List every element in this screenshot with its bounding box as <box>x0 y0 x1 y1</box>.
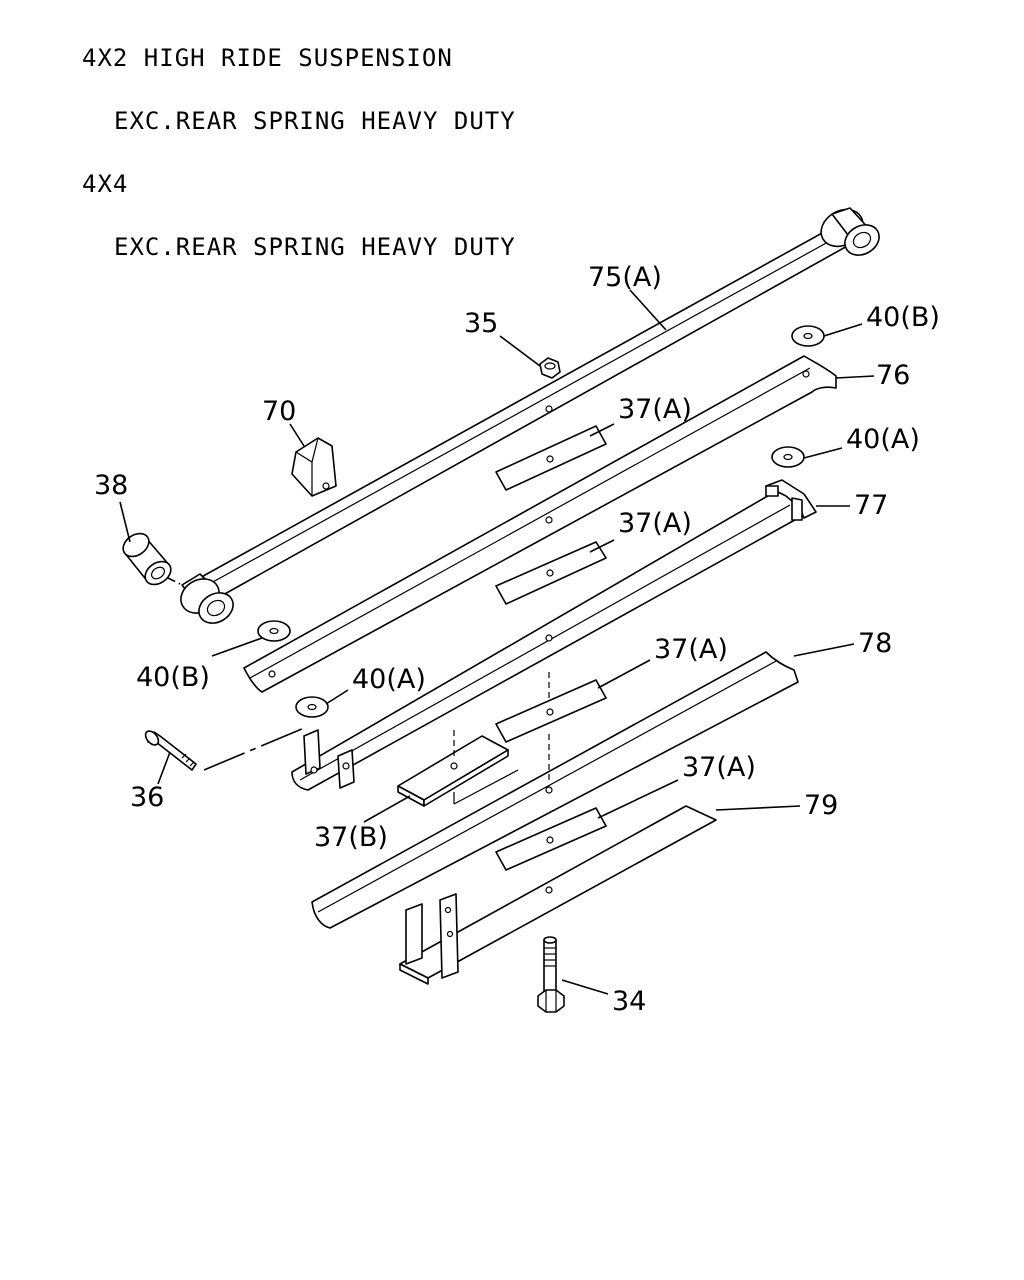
part-40a-washer-bottom <box>295 696 329 718</box>
callout-37a-4: 37(A) <box>682 752 756 783</box>
part-77-leaf <box>291 479 817 791</box>
part-79-leaf <box>399 805 717 985</box>
header-line-1: 4X2 HIGH RIDE SUSPENSION <box>82 44 453 72</box>
part-35-nut <box>539 357 561 379</box>
callout-36: 36 <box>130 782 164 813</box>
callout-38: 38 <box>94 470 128 501</box>
callout-77: 77 <box>854 490 888 521</box>
callout-40b-bottom: 40(B) <box>136 662 210 693</box>
callout-76: 76 <box>876 360 910 391</box>
part-78-leaf <box>311 651 799 929</box>
part-40b-washer-top <box>791 325 825 347</box>
callout-70: 70 <box>262 396 296 427</box>
callout-35: 35 <box>464 308 498 339</box>
callout-40a-top: 40(A) <box>846 424 920 455</box>
callout-40b-top: 40(B) <box>866 302 940 333</box>
callout-79: 79 <box>804 790 838 821</box>
part-38-bushing <box>122 532 181 586</box>
callout-37a-3: 37(A) <box>654 634 728 665</box>
header-line-3: 4X4 <box>82 170 129 198</box>
part-34-bolt <box>537 936 565 1013</box>
diagram-header: 4X2 HIGH RIDE SUSPENSION EXC.REAR SPRING… <box>82 6 516 279</box>
part-70-bumper <box>291 437 337 497</box>
leader-lines <box>119 289 875 995</box>
part-37b-block <box>397 735 509 807</box>
part-37a-pad-4 <box>495 807 607 871</box>
part-76-leaf <box>243 355 837 693</box>
callout-labels: 75(A) 35 40(B) 76 70 37(A) 40(A) 38 77 3… <box>94 262 940 1017</box>
callout-34: 34 <box>612 986 646 1017</box>
part-37a-pad-1 <box>495 425 607 491</box>
center-bolt-guide-lines <box>453 672 550 805</box>
part-40a-washer-top <box>771 446 805 468</box>
part-37a-pad-3 <box>495 679 607 743</box>
part-37a-pad-2 <box>495 541 607 605</box>
callout-37a-1: 37(A) <box>618 394 692 425</box>
part-36-pin-bolt <box>144 727 305 771</box>
header-line-2: EXC.REAR SPRING HEAVY DUTY <box>114 107 516 135</box>
callout-78: 78 <box>858 628 892 659</box>
part-75a-main-leaf <box>180 207 880 624</box>
callout-40a-bottom: 40(A) <box>352 664 426 695</box>
header-line-4: EXC.REAR SPRING HEAVY DUTY <box>114 233 516 261</box>
callout-37b: 37(B) <box>314 822 388 853</box>
part-40b-washer-bottom <box>257 620 291 642</box>
callout-37a-2: 37(A) <box>618 508 692 539</box>
callout-75a: 75(A) <box>588 262 662 293</box>
